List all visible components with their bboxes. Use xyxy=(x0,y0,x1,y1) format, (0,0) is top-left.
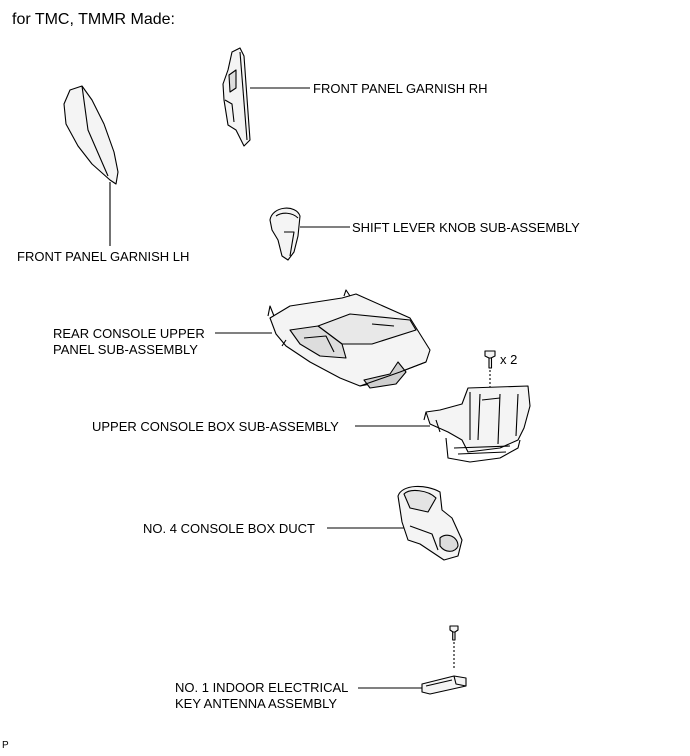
label-front-panel-garnish-rh: FRONT PANEL GARNISH RH xyxy=(313,81,488,96)
antenna-screw-part xyxy=(449,625,459,641)
label-bolt-quantity: x 2 xyxy=(500,352,518,367)
diagram-heading: for TMC, TMMR Made: xyxy=(12,11,175,28)
label-front-panel-garnish-lh: FRONT PANEL GARNISH LH xyxy=(17,249,190,264)
rear-console-upper-panel-part xyxy=(267,289,431,389)
label-rear-console-line2: PANEL SUB-ASSEMBLY xyxy=(53,342,198,357)
label-console-box-duct: NO. 4 CONSOLE BOX DUCT xyxy=(143,521,315,536)
bolt-part xyxy=(484,350,496,369)
label-antenna-line2: KEY ANTENNA ASSEMBLY xyxy=(175,696,338,711)
label-antenna-line1: NO. 1 INDOOR ELECTRICAL xyxy=(175,680,349,695)
label-shift-lever-knob: SHIFT LEVER KNOB SUB-ASSEMBLY xyxy=(352,220,580,235)
front-panel-garnish-lh-part xyxy=(63,85,119,185)
front-panel-garnish-rh-part xyxy=(222,47,251,147)
key-antenna-part xyxy=(421,675,467,695)
upper-console-box-part xyxy=(423,385,531,463)
console-box-duct-part xyxy=(397,485,463,561)
shift-lever-knob-part xyxy=(269,207,301,261)
label-rear-console-line1: REAR CONSOLE UPPER xyxy=(53,326,205,341)
label-upper-console-box: UPPER CONSOLE BOX SUB-ASSEMBLY xyxy=(92,419,339,434)
figure-code: P xyxy=(2,740,9,751)
